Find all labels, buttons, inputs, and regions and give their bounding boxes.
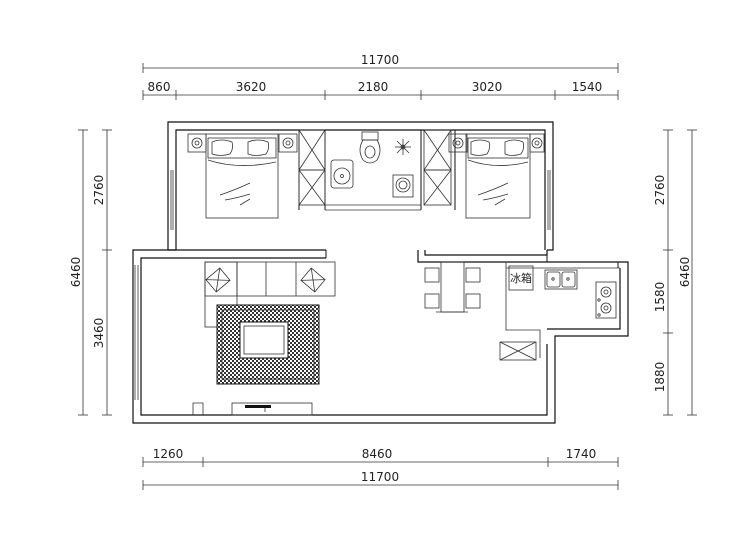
right-segment-1: 2760: [653, 175, 667, 206]
dining-table: [424, 261, 481, 313]
bedroom-left-bed: [187, 133, 298, 219]
right-dimensions: 2760 1580 1880 6460: [653, 129, 697, 416]
wardrobe-left: [298, 129, 326, 206]
tv-cabinet: [231, 402, 313, 416]
left-segment-2: 3460: [92, 318, 106, 349]
bottom-total-dimension: 11700: [361, 470, 399, 484]
top-dimensions: 11700 860 3620 2180 3020 1540: [142, 53, 619, 100]
left-total-dimension: 6460: [69, 257, 83, 288]
walls: [132, 121, 629, 424]
right-segment-3: 1880: [653, 362, 667, 393]
left-dimensions: 6460 2760 3460: [69, 129, 112, 416]
top-segment-3: 2180: [358, 80, 389, 94]
coffee-table: [239, 321, 289, 359]
gas-stove: [595, 281, 617, 319]
bottom-segment-3: 1740: [566, 447, 597, 461]
left-segment-1: 2760: [92, 175, 106, 206]
bottom-dimensions: 1260 8460 1740 11700: [142, 447, 619, 490]
right-total-dimension: 6460: [678, 257, 692, 288]
top-total-dimension: 11700: [361, 53, 399, 67]
bathroom: [330, 131, 414, 198]
top-segment-4: 3020: [472, 80, 503, 94]
sofa: [204, 261, 336, 328]
wardrobe-right: [423, 129, 452, 206]
fridge: 冰箱: [508, 265, 534, 291]
top-segment-5: 1540: [572, 80, 603, 94]
right-segment-2: 1580: [653, 282, 667, 313]
kitchen-cabinet: [499, 341, 537, 361]
top-segment-1: 860: [148, 80, 171, 94]
bottom-segment-1: 1260: [153, 447, 184, 461]
shower-icon: [395, 139, 411, 155]
bottom-segment-2: 8460: [362, 447, 393, 461]
top-segment-2: 3620: [236, 80, 267, 94]
fridge-label: 冰箱: [510, 271, 532, 285]
kitchen-sink: [544, 269, 578, 290]
bedroom-right-bed: [448, 133, 545, 219]
